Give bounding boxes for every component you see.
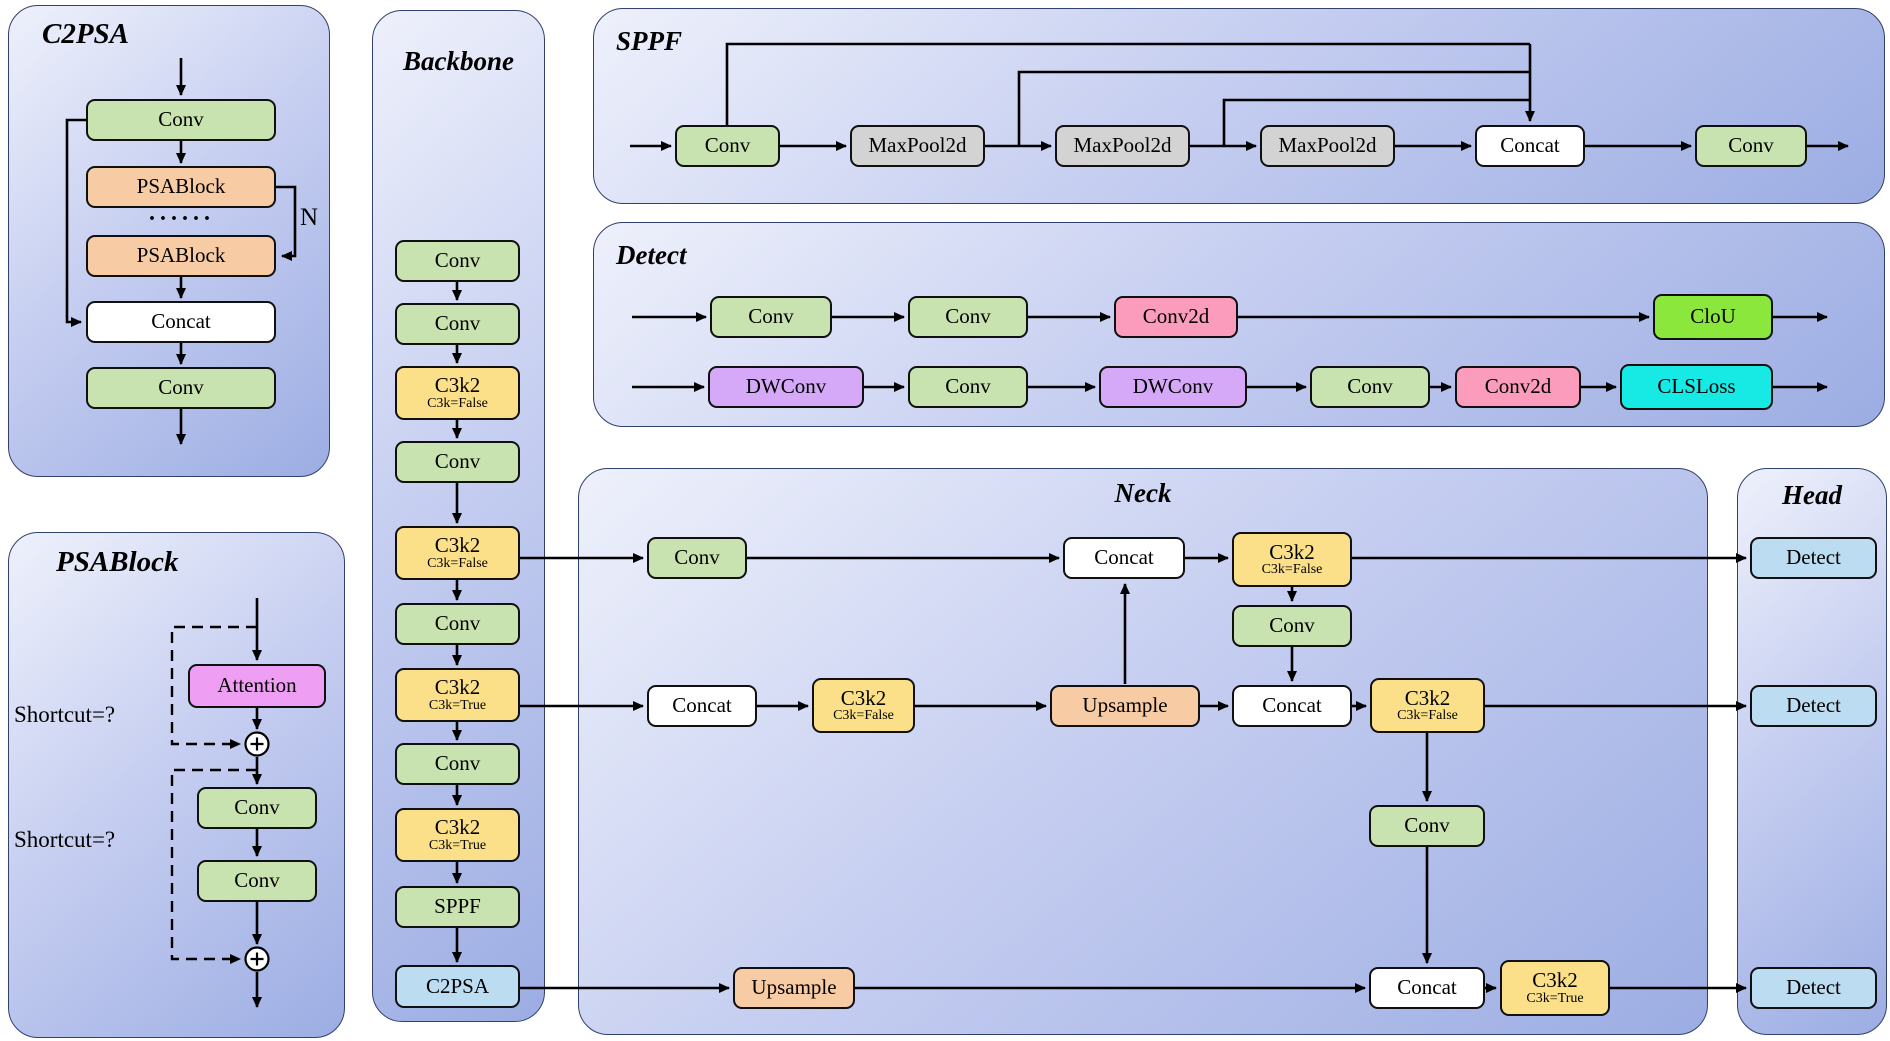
- detect-row2-clsloss: CLSLoss: [1620, 364, 1773, 410]
- neck-concat-left: Concat: [647, 685, 757, 727]
- sppf-conv-in: Conv: [675, 125, 780, 167]
- psablock-panel-title: PSABlock: [56, 546, 179, 578]
- c2psa-psablock-2: PSABlock: [86, 235, 276, 277]
- psablock-attention: Attention: [188, 664, 326, 708]
- shortcut-label-top: Shortcut=?: [14, 702, 116, 727]
- psablock-conv-2: Conv: [197, 860, 317, 902]
- head-panel-title: Head: [1782, 480, 1842, 510]
- sppf-concat: Concat: [1475, 125, 1585, 167]
- backbone-conv-3: Conv: [395, 441, 520, 483]
- sppf-panel-title: SPPF: [616, 26, 683, 56]
- backbone-panel-title: Backbone: [403, 46, 514, 76]
- sppf-conv-out: Conv: [1695, 125, 1807, 167]
- detect-row2-conv-1: Conv: [908, 366, 1028, 408]
- c2psa-psablock-1: PSABlock: [86, 166, 276, 208]
- repeat-count-label: N: [300, 204, 319, 231]
- psablock-panel: [8, 532, 345, 1038]
- neck-concat-bottom: Concat: [1369, 967, 1485, 1009]
- head-detect-2: Detect: [1750, 685, 1877, 727]
- neck-conv-mid: Conv: [1232, 605, 1352, 647]
- detect-row2-conv2d: Conv2d: [1455, 366, 1581, 408]
- backbone-c2psa: C2PSA: [395, 965, 520, 1008]
- head-detect-1: Detect: [1750, 537, 1877, 579]
- detect-row2-conv-2: Conv: [1310, 366, 1430, 408]
- c2psa-conv-bottom: Conv: [86, 367, 276, 409]
- c2psa-concat: Concat: [86, 301, 276, 343]
- detect-row1-conv-1: Conv: [710, 296, 832, 338]
- detect-row1-conv-2: Conv: [908, 296, 1028, 338]
- neck-concat-top: Concat: [1063, 537, 1185, 579]
- neck-upsample-mid: Upsample: [1050, 685, 1200, 727]
- head-detect-3: Detect: [1750, 967, 1877, 1009]
- psablock-conv-1: Conv: [197, 787, 317, 829]
- c2psa-conv-top: Conv: [86, 99, 276, 141]
- sppf-maxpool-2: MaxPool2d: [1055, 125, 1190, 167]
- shortcut-label-bottom: Shortcut=?: [14, 827, 116, 852]
- neck-conv-down: Conv: [1369, 805, 1485, 847]
- detect-row2-dwconv-2: DWConv: [1099, 366, 1247, 408]
- neck-panel-title: Neck: [1114, 478, 1172, 508]
- repeat-dots: ······: [147, 206, 215, 232]
- detect-row1-ciou: CloU: [1653, 294, 1773, 340]
- backbone-conv-1: Conv: [395, 240, 520, 282]
- detect-panel-title: Detect: [616, 240, 687, 270]
- sppf-panel: [593, 8, 1885, 204]
- c2psa-panel-title: C2PSA: [42, 18, 130, 50]
- neck-upsample-bottom: Upsample: [733, 967, 855, 1009]
- backbone-conv-2: Conv: [395, 303, 520, 345]
- neck-conv-p3: Conv: [647, 537, 747, 579]
- sppf-maxpool-1: MaxPool2d: [850, 125, 985, 167]
- backbone-panel: [372, 10, 545, 1022]
- backbone-sppf: SPPF: [395, 886, 520, 928]
- backbone-conv-4: Conv: [395, 603, 520, 645]
- detect-row1-conv2d: Conv2d: [1114, 296, 1238, 338]
- backbone-conv-5: Conv: [395, 743, 520, 785]
- sppf-maxpool-3: MaxPool2d: [1260, 125, 1395, 167]
- detect-row2-dwconv-1: DWConv: [708, 366, 864, 408]
- neck-concat-mid: Concat: [1232, 685, 1352, 727]
